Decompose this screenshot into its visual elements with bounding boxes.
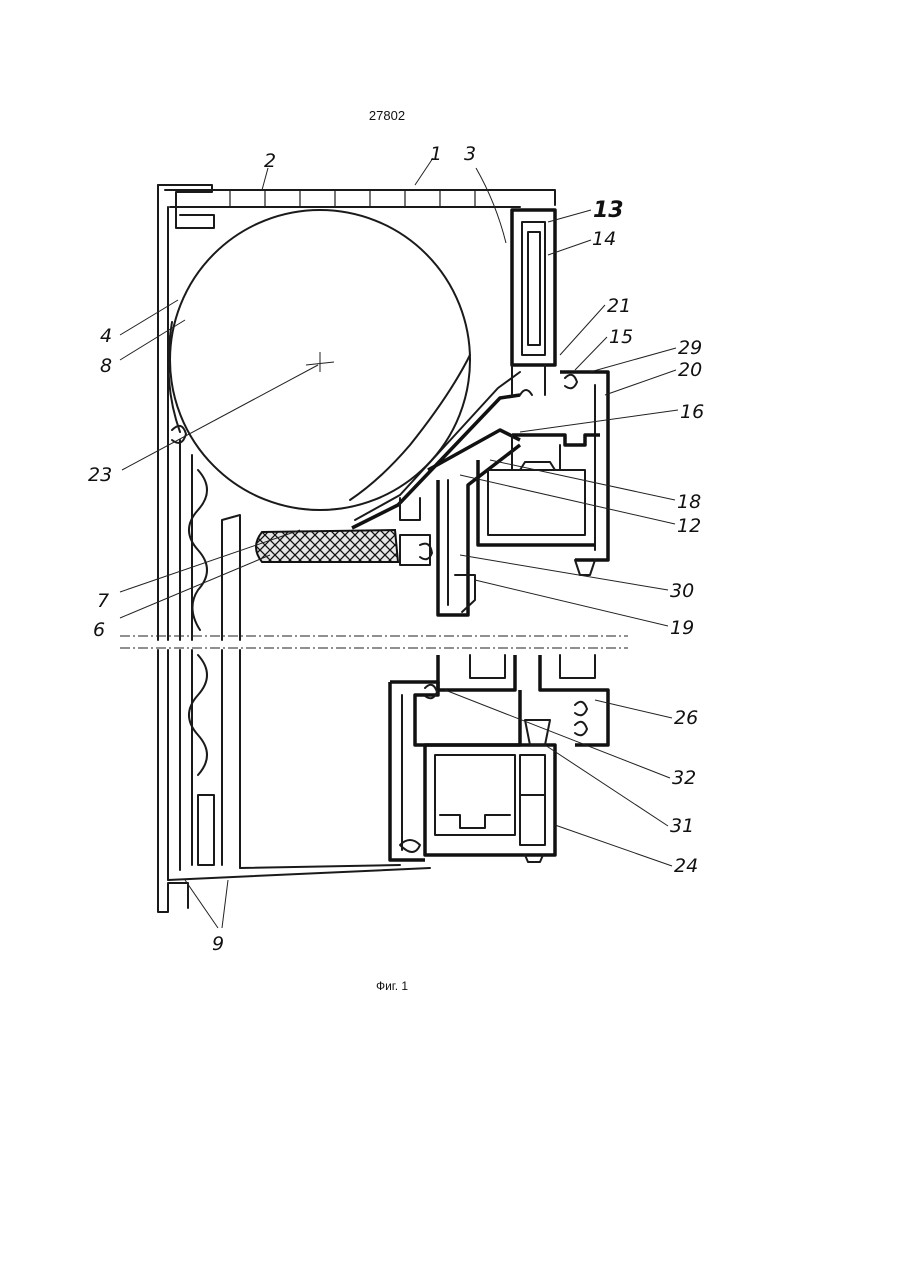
label-12: 12 — [677, 515, 701, 537]
label-21: 21 — [607, 295, 631, 317]
label-19: 19 — [670, 617, 694, 639]
left-guide-rail — [158, 185, 240, 912]
break-lines — [120, 636, 628, 648]
label-23: 23 — [88, 464, 112, 486]
figure-caption: Фиг. 1 — [352, 979, 432, 993]
label-6: 6 — [93, 619, 105, 641]
label-1: 1 — [430, 143, 442, 165]
label-9: 9 — [212, 933, 224, 955]
lower-frame-profile — [168, 655, 608, 880]
label-30: 30 — [670, 580, 694, 602]
label-4: 4 — [100, 325, 112, 347]
side-box — [512, 210, 555, 395]
label-16: 16 — [680, 401, 704, 423]
curtain-guide — [350, 355, 520, 615]
label-15: 15 — [609, 326, 633, 348]
label-14: 14 — [592, 228, 616, 250]
label-20: 20 — [678, 359, 702, 381]
label-2: 2 — [264, 150, 276, 172]
label-24: 24 — [674, 855, 698, 877]
label-7: 7 — [97, 590, 109, 612]
label-32: 32 — [672, 767, 696, 789]
label-18: 18 — [677, 491, 701, 513]
housing-cover — [158, 185, 555, 228]
label-8: 8 — [100, 355, 112, 377]
label-3: 3 — [464, 143, 476, 165]
label-13: 13 — [593, 198, 624, 223]
label-31: 31 — [670, 815, 694, 837]
label-29: 29 — [678, 337, 702, 359]
label-26: 26 — [674, 707, 698, 729]
seal-element — [256, 530, 398, 562]
roller-drum — [168, 210, 470, 510]
